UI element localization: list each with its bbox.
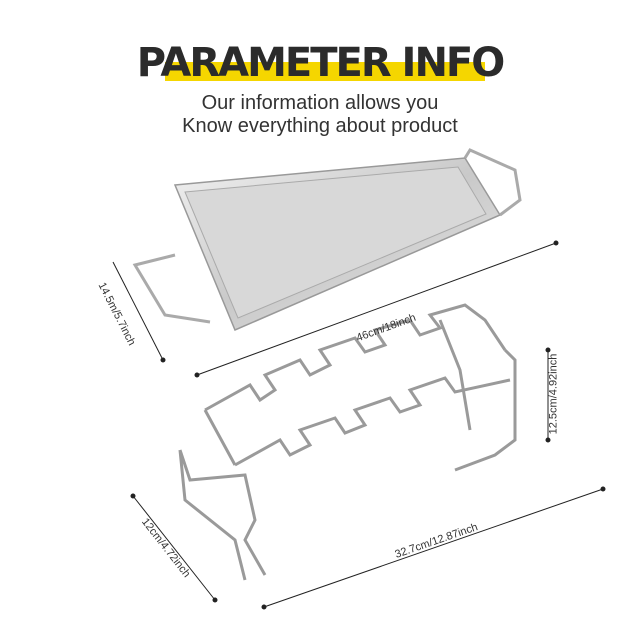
dimension-lines [112,240,606,610]
rack-height-label: 12.5cm/4.92inch [547,353,560,435]
wing-rack [178,303,517,581]
title-highlight [165,62,485,81]
page-title: PARAMETER INFO [136,40,506,86]
subtitle-line-1: Our information allows you [201,92,439,114]
grill-tray [132,148,522,331]
subtitle-line-2: Know everything about product [182,115,458,137]
